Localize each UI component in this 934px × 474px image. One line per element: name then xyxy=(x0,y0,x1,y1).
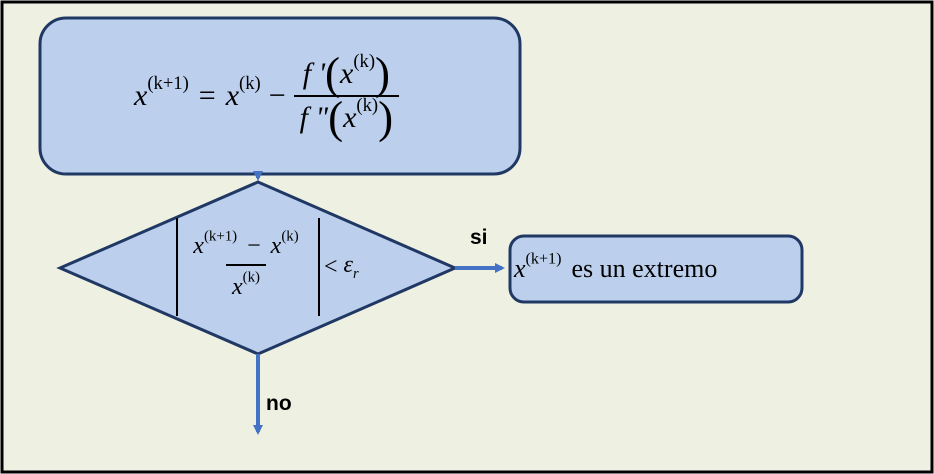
update-minus: − xyxy=(268,79,286,112)
no-label: no xyxy=(266,392,292,415)
decision-fraction: x(k+1) − x(k) x(k) xyxy=(176,228,316,301)
decision-less-than: < xyxy=(324,253,338,280)
result-label: es un extremo xyxy=(571,254,718,283)
abs-bars xyxy=(176,218,320,316)
result-box xyxy=(508,234,804,304)
decision-denominator: x(k) xyxy=(225,264,266,301)
update-step-box xyxy=(38,16,522,176)
update-fraction: f '(x(k)) f "(x(k)) xyxy=(293,48,400,140)
decision-condition: x(k+1) − x(k) x(k) < εr xyxy=(176,218,396,316)
update-equals: = xyxy=(198,79,216,112)
decision-numerator: x(k+1) − x(k) xyxy=(193,228,299,259)
update-formula: x(k+1) = x(k) − f '(x(k)) f "(x(k)) xyxy=(134,32,400,160)
update-numerator: f '(x(k)) xyxy=(302,48,391,99)
update-denominator: f "(x(k)) xyxy=(293,95,400,140)
result-x: x(k+1) xyxy=(514,250,562,283)
result-text: x(k+1) es un extremo xyxy=(514,236,717,302)
epsilon-r: εr xyxy=(343,251,359,282)
update-xk: x(k) xyxy=(225,73,261,112)
yes-label: si xyxy=(470,226,488,249)
update-lhs: x(k+1) xyxy=(134,73,189,112)
